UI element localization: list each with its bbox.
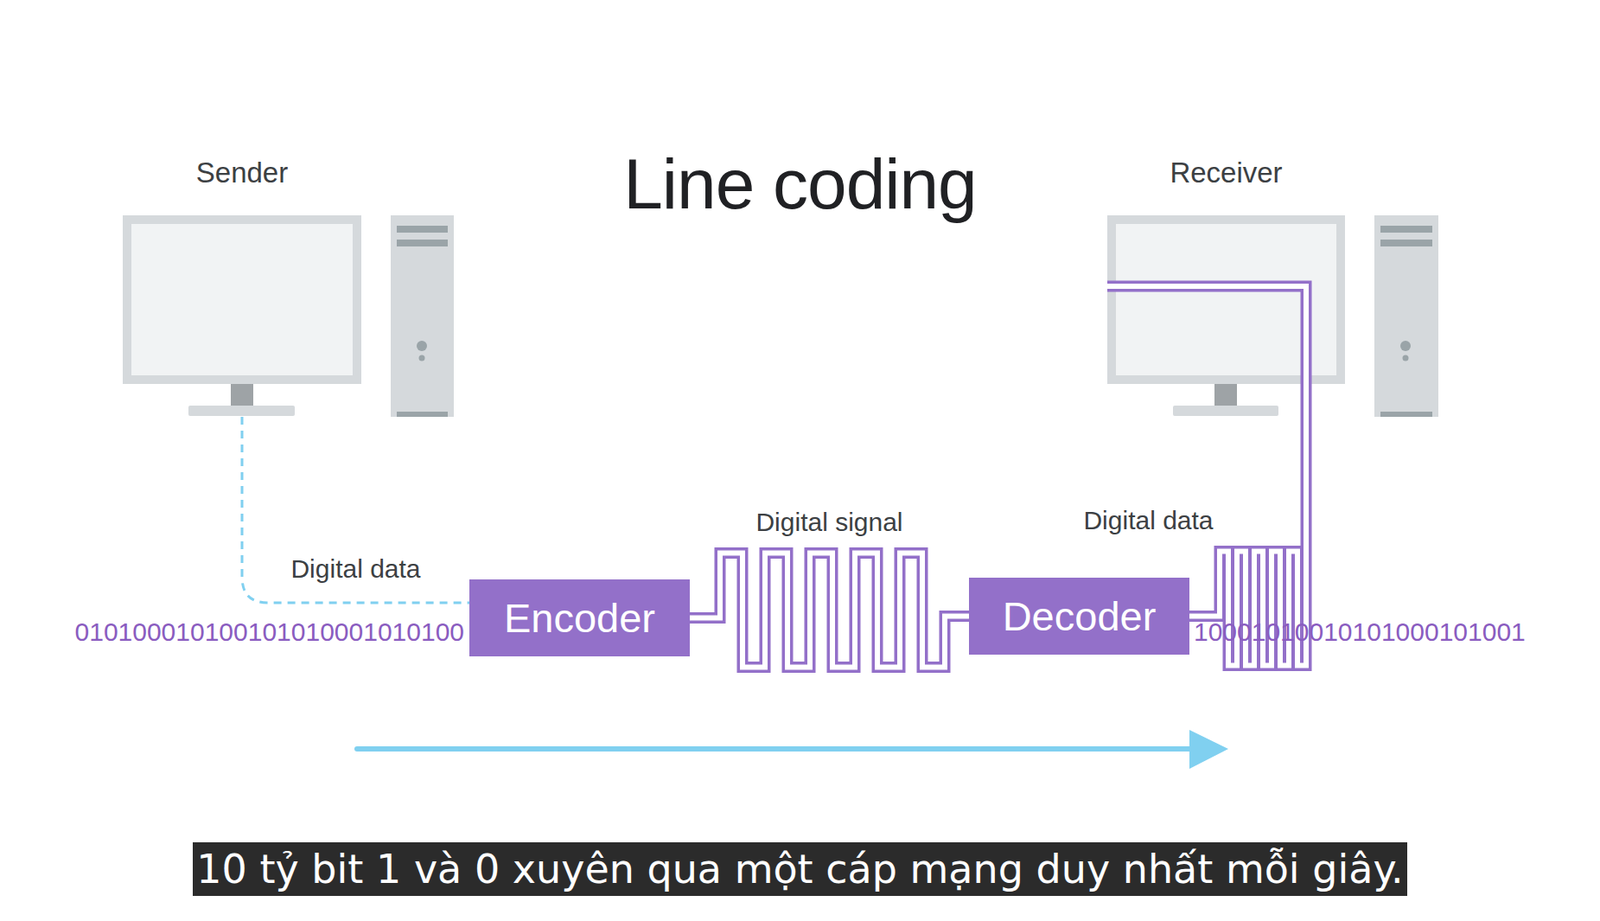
edge-label: Digital data <box>287 554 423 583</box>
decoder-box: Decoder <box>968 577 1190 655</box>
bit-string: 10001010010101000101001 <box>1193 617 1526 646</box>
receiver-node: Receiver <box>1107 155 1439 417</box>
box-label: Encoder <box>503 594 656 642</box>
dashed-link <box>242 416 470 603</box>
sender-node: Sender <box>122 155 454 417</box>
caption-wrap: 10 tỷ bit 1 và 0 xuyên qua một cáp mạng … <box>0 841 1600 896</box>
encoder-box: Encoder <box>469 579 690 657</box>
box-label: Decoder <box>1002 592 1157 640</box>
signal-wave <box>689 553 969 668</box>
computer-label-wrap: Receiver <box>1107 155 1346 191</box>
edge-label-wrap: Digital signal <box>752 506 906 538</box>
connector <box>689 553 969 668</box>
computer-label: Sender <box>122 155 362 191</box>
signal-wave-inner <box>689 553 969 668</box>
edge-label: Digital data <box>1080 505 1216 535</box>
edge-label-wrap: Digital data <box>287 553 423 585</box>
computer-label: Receiver <box>1107 155 1346 191</box>
subtitle-caption: 10 tỷ bit 1 và 0 xuyên qua một cáp mạng … <box>192 841 1407 896</box>
edge-label-wrap: Digital data <box>1080 504 1216 536</box>
computer-label-wrap: Sender <box>122 155 362 191</box>
diagram-title: Line coding <box>623 144 976 224</box>
connector <box>242 416 470 603</box>
receiver-computer <box>1107 215 1439 417</box>
edge-label: Digital signal <box>752 507 906 536</box>
bit-string: 010100010100101010001010100 <box>75 617 465 646</box>
bit-string-wrap: 010100010100101010001010100 <box>75 616 465 648</box>
direction-arrow <box>356 729 1229 769</box>
bit-string-wrap: 10001010010101000101001 <box>1193 616 1526 648</box>
sender-computer <box>122 215 454 417</box>
